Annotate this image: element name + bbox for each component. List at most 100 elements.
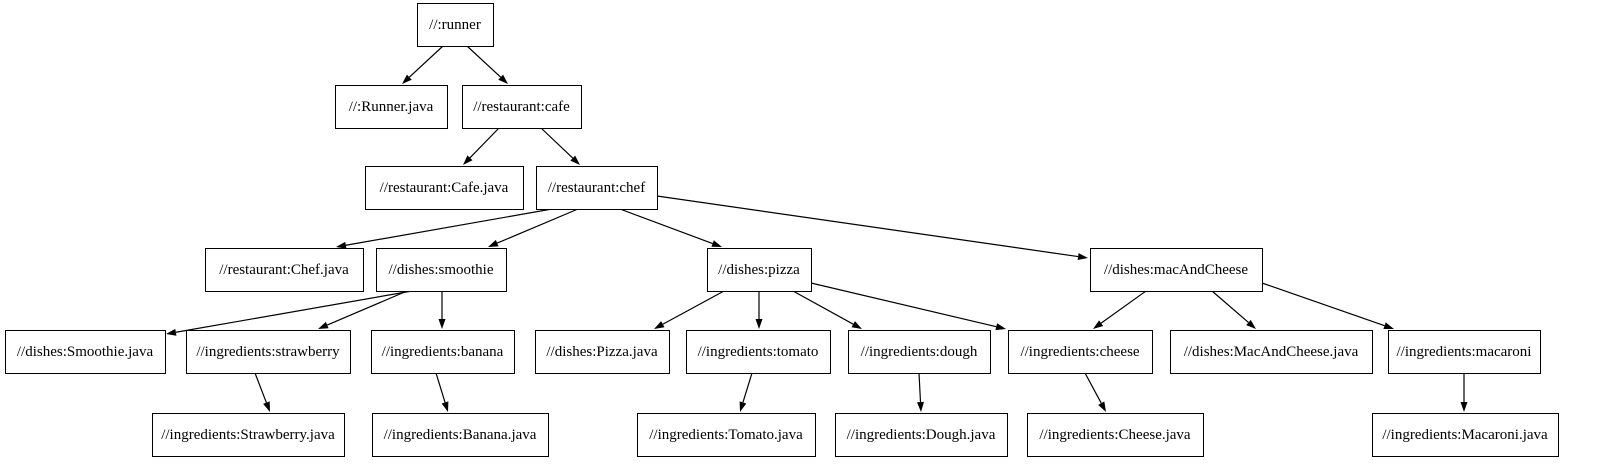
node-box — [417, 3, 494, 47]
graph-node-restaurant_cafe[interactable]: //restaurant:cafe — [462, 85, 582, 129]
edge-line — [254, 372, 267, 403]
edge-line — [1261, 282, 1385, 327]
edge-arrowhead-icon — [166, 328, 177, 336]
edge-arrowhead-icon — [336, 241, 347, 249]
edge-arrowhead-icon — [1383, 322, 1394, 330]
node-label: //restaurant:Chef.java — [219, 262, 349, 278]
graph-edge — [488, 208, 579, 247]
graph-node-ing_strawberry[interactable]: //ingredients:strawberry — [186, 330, 351, 374]
graph-edge — [463, 127, 500, 165]
node-label: //ingredients:Dough.java — [847, 427, 996, 443]
node-label: //ingredients:Strawberry.java — [161, 427, 335, 443]
graph-edge — [739, 372, 753, 412]
edge-line — [792, 290, 854, 325]
graph-edge — [654, 290, 725, 329]
graph-edge — [438, 291, 446, 329]
edge-arrowhead-icon — [441, 401, 449, 412]
graph-edge — [254, 372, 270, 412]
graph-node-ing_banana[interactable]: //ingredients:banana — [371, 330, 515, 374]
node-box — [835, 413, 1008, 457]
node-box — [848, 330, 991, 374]
edge-arrowhead-icon — [654, 321, 665, 329]
edge-arrowhead-icon — [570, 155, 580, 165]
graph-node-restaurant_chef[interactable]: //restaurant:chef — [536, 166, 658, 210]
edge-line — [662, 290, 725, 325]
edge-arrowhead-icon — [916, 401, 924, 412]
edge-line — [1211, 290, 1249, 323]
graph-edge — [402, 45, 444, 84]
graph-node-ing_dough[interactable]: //ingredients:dough — [848, 330, 991, 374]
graph-node-chef_java[interactable]: //restaurant:Chef.java — [205, 248, 364, 292]
node-label: //ingredients:dough — [861, 344, 978, 360]
edge-arrowhead-icon — [739, 401, 747, 412]
graph-node-ing_macaroni[interactable]: //ingredients:macaroni — [1388, 330, 1541, 374]
graph-node-banana_java[interactable]: //ingredients:Banana.java — [372, 413, 549, 457]
graph-node-tomato_java[interactable]: //ingredients:Tomato.java — [637, 413, 816, 457]
node-box — [536, 166, 658, 210]
graph-edge — [755, 291, 763, 329]
node-box — [462, 85, 582, 129]
node-box — [152, 413, 345, 457]
graph-node-strawberry_java[interactable]: //ingredients:Strawberry.java — [152, 413, 345, 457]
edge-arrowhead-icon — [995, 323, 1006, 331]
graph-node-cheese_java[interactable]: //ingredients:Cheese.java — [1027, 413, 1204, 457]
edge-line — [466, 45, 502, 78]
graph-node-dishes_smoothie[interactable]: //dishes:smoothie — [376, 248, 507, 292]
node-box — [186, 330, 351, 374]
node-layer: //:runner //:Runner.java //restaurant:cafe… — [5, 3, 1559, 457]
graph-edge — [540, 127, 580, 165]
graph-edge — [619, 208, 722, 247]
graph-edge — [1211, 290, 1256, 329]
graph-node-mac_java[interactable]: //dishes:MacAndCheese.java — [1170, 330, 1373, 374]
graph-node-ing_cheese[interactable]: //ingredients:cheese — [1008, 330, 1153, 374]
edge-line — [345, 208, 553, 246]
edge-line — [1084, 372, 1102, 404]
graph-node-macaroni_java[interactable]: //ingredients:Macaroni.java — [1372, 413, 1559, 457]
node-label: //ingredients:Tomato.java — [649, 427, 803, 443]
edge-layer — [166, 45, 1468, 412]
edge-line — [408, 45, 444, 78]
graph-node-dishes_pizza[interactable]: //dishes:pizza — [707, 248, 812, 292]
graph-edge — [318, 290, 408, 329]
graph-node-dough_java[interactable]: //ingredients:Dough.java — [835, 413, 1008, 457]
graph-edge — [1084, 372, 1106, 412]
graph-node-pizza_java[interactable]: //dishes:Pizza.java — [535, 330, 670, 374]
edge-line — [469, 127, 500, 159]
edge-line — [435, 372, 446, 403]
graph-node-ing_tomato[interactable]: //ingredients:tomato — [686, 330, 831, 374]
node-label: //restaurant:cafe — [473, 99, 570, 115]
node-label: //dishes:pizza — [718, 262, 800, 278]
node-box — [1008, 330, 1153, 374]
node-box — [335, 85, 448, 129]
node-label: //:Runner.java — [349, 99, 434, 115]
edge-line — [175, 290, 413, 333]
graph-node-cafe_java[interactable]: //restaurant:Cafe.java — [365, 166, 524, 210]
edge-arrowhead-icon — [263, 401, 270, 412]
edge-arrowhead-icon — [463, 155, 473, 165]
edge-arrowhead-icon — [488, 239, 499, 247]
node-box — [5, 330, 166, 374]
edge-line — [1100, 290, 1147, 324]
node-box — [371, 330, 515, 374]
node-label: //ingredients:strawberry — [196, 344, 340, 360]
node-label: //ingredients:macaroni — [1397, 344, 1532, 360]
node-box — [372, 413, 549, 457]
node-label: //ingredients:Banana.java — [384, 427, 537, 443]
graph-edge — [792, 290, 862, 329]
edge-arrowhead-icon — [1077, 253, 1088, 261]
graph-node-dishes_mac[interactable]: //dishes:macAndCheese — [1090, 248, 1263, 292]
edge-arrowhead-icon — [498, 74, 508, 84]
graph-node-runner_java[interactable]: //:Runner.java — [335, 85, 448, 129]
edge-arrowhead-icon — [1246, 319, 1256, 329]
graph-node-smoothie_java[interactable]: //dishes:Smoothie.java — [5, 330, 166, 374]
edge-arrowhead-icon — [711, 240, 722, 247]
node-label: //dishes:MacAndCheese.java — [1184, 344, 1359, 360]
edge-arrowhead-icon — [438, 319, 446, 329]
node-label: //dishes:macAndCheese — [1104, 262, 1248, 278]
edge-arrowhead-icon — [851, 321, 862, 329]
node-box — [1170, 330, 1373, 374]
graph-node-runner[interactable]: //:runner — [417, 3, 494, 47]
node-box — [205, 248, 364, 292]
graph-edge — [916, 372, 924, 412]
